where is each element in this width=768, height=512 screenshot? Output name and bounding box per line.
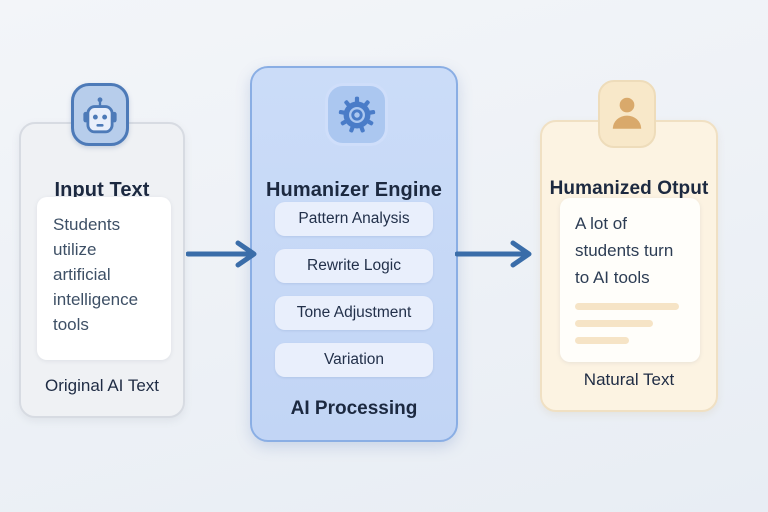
input-text-card: Students utilize artificial intelligence… — [37, 197, 171, 360]
engine-step-variation: Variation — [275, 343, 433, 377]
engine-panel-title: Humanizer Engine — [265, 178, 443, 201]
output-panel-caption: Natural Text — [583, 370, 675, 389]
engine-panel: Humanizer Engine Pattern Analysis Rewrit… — [250, 66, 458, 442]
engine-step-tone-adjustment: Tone Adjustment — [275, 296, 433, 330]
text-placeholder-lines — [575, 303, 685, 344]
output-panel: Humanized Otput A lot of students turn t… — [540, 120, 718, 412]
engine-step-pattern-analysis: Pattern Analysis — [275, 202, 433, 236]
flow-arrow-input-to-engine — [186, 240, 257, 268]
input-panel-caption: Original AI Text — [44, 376, 160, 395]
output-panel-title: Humanized Otput — [549, 177, 709, 199]
robot-icon — [71, 83, 129, 146]
text-placeholder-line — [575, 303, 679, 310]
gear-icon-glyph — [338, 96, 375, 133]
engine-step-rewrite-logic: Rewrite Logic — [275, 249, 433, 283]
robot-icon-glyph — [83, 96, 117, 133]
output-text-card: A lot of students turn to AI tools — [560, 198, 700, 362]
input-panel: Input Text Students utilize artificial i… — [19, 122, 185, 418]
text-placeholder-line — [575, 337, 629, 344]
text-placeholder-line — [575, 320, 653, 327]
flow-arrow-engine-to-output — [455, 240, 532, 268]
input-panel-title: Input Text — [54, 178, 150, 201]
output-card-text: A lot of students turn to AI tools — [575, 214, 674, 287]
engine-panel-caption: AI Processing — [290, 398, 418, 419]
person-icon-glyph — [612, 97, 642, 129]
engine-steps-list: Pattern Analysis Rewrite Logic Tone Adju… — [252, 202, 456, 377]
gear-icon — [325, 83, 388, 146]
person-icon — [598, 80, 656, 148]
